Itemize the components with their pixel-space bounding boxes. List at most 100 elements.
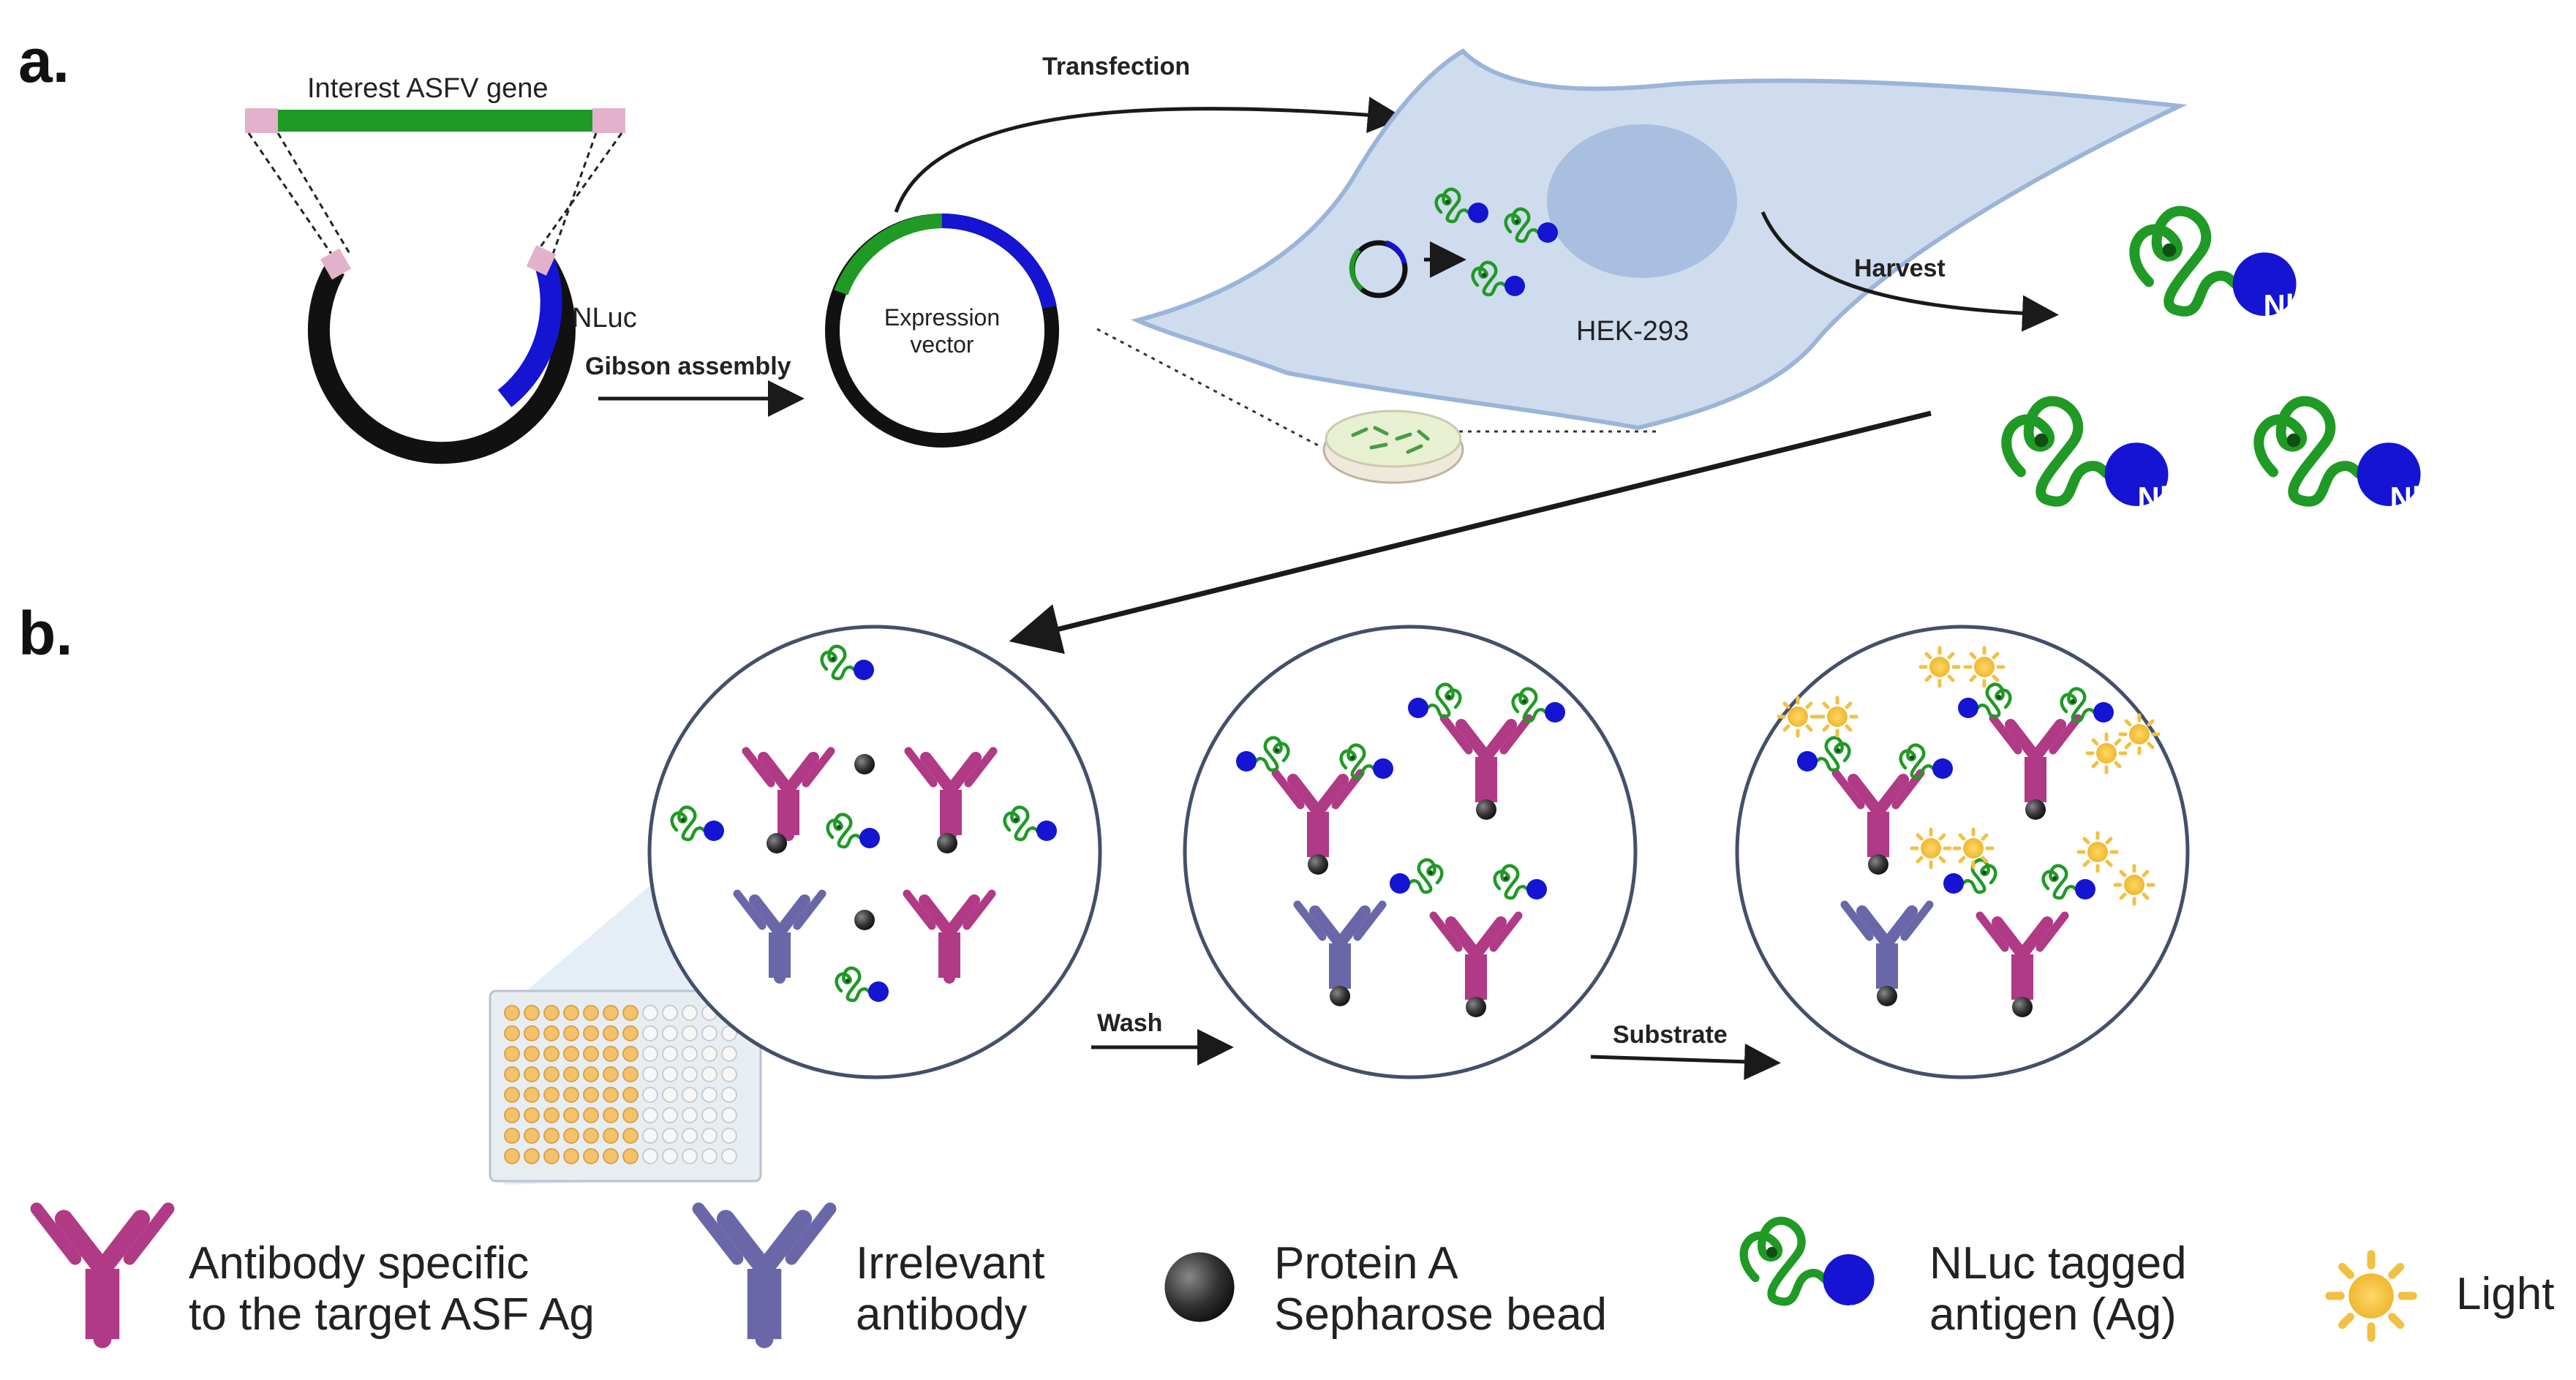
assay-circle-3: [1735, 625, 2190, 1079]
legend-specific-label-1: Antibody specific: [189, 1238, 529, 1289]
plate-well: [682, 1128, 698, 1144]
wash-label: Wash: [1097, 1009, 1162, 1037]
plate-well: [682, 1087, 698, 1103]
plate-well: [603, 1107, 619, 1123]
cell-label: HEK-293: [1576, 316, 1689, 347]
plate-well: [622, 1066, 639, 1082]
harvested-antigen-2: Nluc: [2006, 401, 2204, 515]
transfection-label: Transfection: [1042, 53, 1190, 80]
plate-well: [662, 1107, 678, 1123]
plate-well: [701, 1148, 718, 1164]
plate-well: [583, 1025, 599, 1041]
plate-well: [504, 1046, 520, 1062]
plate-well: [543, 1148, 560, 1164]
gibson-label: Gibson assembly: [585, 352, 791, 380]
plate-well: [524, 1046, 540, 1062]
plate-well: [563, 1005, 579, 1021]
plate-well: [622, 1005, 639, 1021]
plate-well: [603, 1046, 619, 1062]
plate-well: [524, 1148, 540, 1164]
plate-well: [583, 1128, 599, 1144]
legend-irrelevant-label-1: Irrelevant: [856, 1238, 1044, 1289]
harvested-antigen-1: Nluc: [2134, 211, 2330, 323]
plasmid-backbone: NLuc: [307, 245, 637, 464]
assay-circle-1: [647, 625, 1102, 1079]
harvest-arrow: [1760, 211, 2059, 332]
transfection-arrow: [894, 97, 1404, 213]
plate-well: [662, 1148, 678, 1164]
plate-well: [583, 1087, 599, 1103]
vector-label-1: Expression: [884, 304, 1000, 331]
hek-cell: HEK-293: [1130, 48, 2188, 431]
plate-well: [682, 1025, 698, 1041]
well-plate: [489, 841, 762, 1185]
plate-well: [682, 1148, 698, 1164]
plate-well: [721, 1148, 737, 1164]
plate-well: [543, 1128, 560, 1144]
gene-label: Interest ASFV gene: [307, 73, 549, 104]
plate-well: [524, 1128, 540, 1144]
plate-well: [642, 1066, 658, 1082]
plate-well: [642, 1005, 658, 1021]
plate-well: [563, 1148, 579, 1164]
plate-well: [662, 1066, 678, 1082]
plate-well: [603, 1087, 619, 1103]
plate-well: [603, 1005, 619, 1021]
gene-insert: Interest ASFV gene: [245, 73, 625, 257]
svg-text:Nluc: Nluc: [2137, 480, 2204, 515]
plate-well: [563, 1025, 579, 1041]
plate-well: [603, 1148, 619, 1164]
plate-well: [563, 1046, 579, 1062]
plate-well: [504, 1128, 520, 1144]
plate-well: [583, 1148, 599, 1164]
plate-well: [563, 1107, 579, 1123]
plate-well: [524, 1005, 540, 1021]
plate-well: [622, 1128, 639, 1144]
plate-well: [563, 1066, 579, 1082]
plate-well: [504, 1087, 520, 1103]
svg-text:Nluc: Nluc: [1837, 1300, 1891, 1328]
plate-well: [642, 1087, 658, 1103]
plate-well: [721, 1046, 737, 1062]
legend: Antibody specific to the target ASF Ag I…: [37, 1209, 2554, 1340]
legend-bead: Protein A Sepharose bead: [1164, 1238, 1607, 1340]
plate-well: [642, 1148, 658, 1164]
plate-well: [583, 1046, 599, 1062]
svg-text:Nluc: Nluc: [2389, 480, 2456, 515]
expression-vector: Expression vector: [825, 213, 1059, 448]
harvest-label: Harvest: [1854, 254, 1946, 282]
plate-well: [583, 1066, 599, 1082]
legend-tagged-label-2: antigen (Ag): [1929, 1289, 2177, 1340]
legend-light: Light: [2330, 1254, 2554, 1338]
legend-light-label: Light: [2456, 1269, 2554, 1319]
nluc-label: NLuc: [572, 303, 637, 333]
plate-well: [504, 1148, 520, 1164]
plate-well: [701, 1046, 718, 1062]
legend-tagged-label-1: NLuc tagged: [1929, 1238, 2187, 1289]
plate-well: [603, 1025, 619, 1041]
legend-specific-label-2: to the target ASF Ag: [189, 1289, 595, 1340]
assay-circle-2: [1183, 625, 1638, 1079]
plate-well: [504, 1107, 520, 1123]
plate-well: [701, 1128, 718, 1144]
plate-well: [524, 1025, 540, 1041]
plate-well: [524, 1066, 540, 1082]
plate-well: [504, 1066, 520, 1082]
plate-well: [603, 1128, 619, 1144]
plate-well: [642, 1107, 658, 1123]
plate-well: [642, 1128, 658, 1144]
plate-well: [622, 1087, 639, 1103]
plate-well: [563, 1128, 579, 1144]
plate-well: [603, 1066, 619, 1082]
plate-well: [682, 1005, 698, 1021]
plate-well: [662, 1025, 678, 1041]
plate-well: [701, 1066, 718, 1082]
plate-well: [682, 1107, 698, 1123]
plate-well: [662, 1087, 678, 1103]
plate-well: [642, 1046, 658, 1062]
plate-well: [662, 1128, 678, 1144]
legend-specific-antibody: Antibody specific to the target ASF Ag: [37, 1209, 595, 1340]
plate-well: [504, 1005, 520, 1021]
substrate-label: Substrate: [1613, 1021, 1728, 1049]
